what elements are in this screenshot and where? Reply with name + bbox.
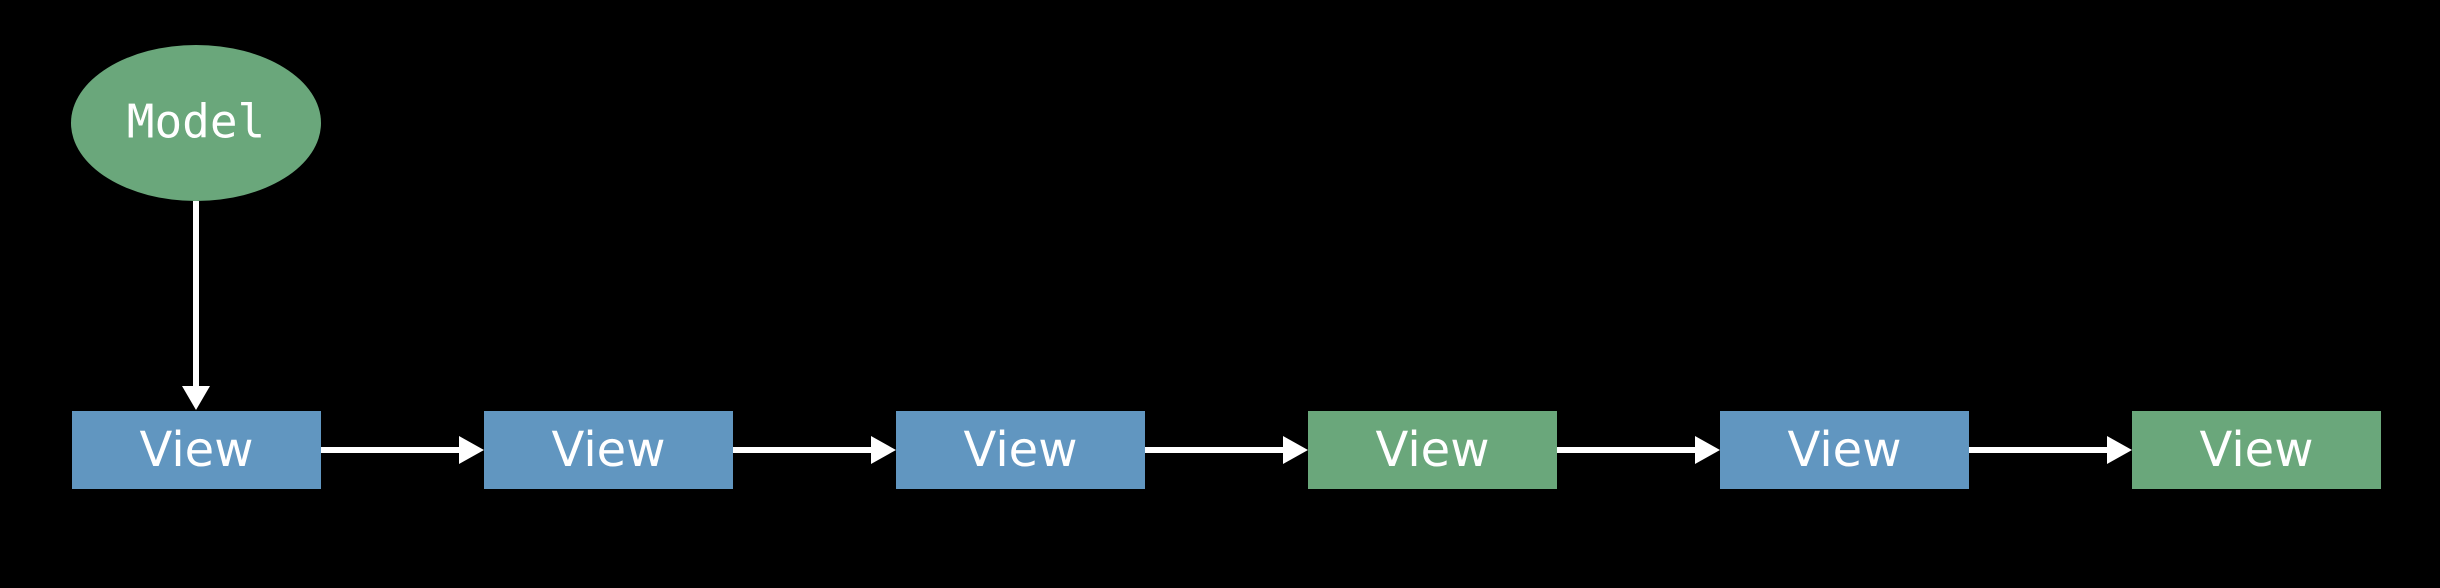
view-to-view-arrow xyxy=(1557,436,1720,464)
view-label: View xyxy=(2200,422,2314,478)
view-chain: View View View View View View xyxy=(72,411,2381,489)
view-label: View xyxy=(552,422,666,478)
model-label: Model xyxy=(127,95,265,149)
view-box xyxy=(1720,411,1969,489)
arrow-head xyxy=(1695,436,1720,464)
view-to-view-arrow xyxy=(321,436,484,464)
view-node: View xyxy=(2132,411,2381,489)
view-to-view-arrow xyxy=(733,436,896,464)
view-label: View xyxy=(964,422,1078,478)
arrow-head xyxy=(871,436,896,464)
model-arrow-head xyxy=(182,386,210,410)
view-node: View xyxy=(1720,411,1969,489)
arrow-head xyxy=(2107,436,2132,464)
view-to-view-arrow xyxy=(1145,436,1308,464)
view-to-view-arrow xyxy=(1969,436,2132,464)
view-box xyxy=(1308,411,1557,489)
view-node: View xyxy=(72,411,321,489)
arrow-head xyxy=(459,436,484,464)
view-label: View xyxy=(140,422,254,478)
view-label: View xyxy=(1788,422,1902,478)
model-to-view-arrow xyxy=(182,201,210,410)
view-box xyxy=(2132,411,2381,489)
model-ellipse xyxy=(71,45,321,201)
view-box xyxy=(72,411,321,489)
model-node: Model xyxy=(71,45,321,201)
view-node: View xyxy=(484,411,733,489)
arrow-head xyxy=(1283,436,1308,464)
view-label: View xyxy=(1376,422,1490,478)
view-node: View xyxy=(896,411,1145,489)
view-node: View xyxy=(1308,411,1557,489)
view-box xyxy=(896,411,1145,489)
view-box xyxy=(484,411,733,489)
